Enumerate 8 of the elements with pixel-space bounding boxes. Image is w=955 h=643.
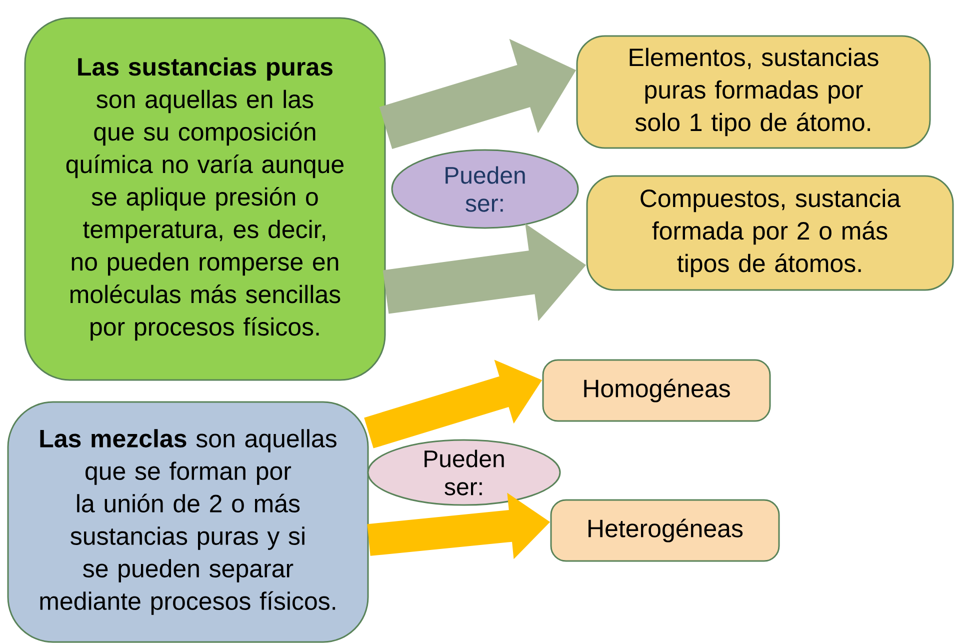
category-box: Heterogéneas xyxy=(550,499,780,562)
category-box: Homogéneas xyxy=(542,359,771,422)
category-box: Elementos, sustancias puras formadas por solo 1 tipo de átomo. xyxy=(576,35,931,149)
oval-label: Pueden ser: xyxy=(367,439,561,506)
oval-label: Pueden ser: xyxy=(391,149,579,229)
category-box: Compuestos, sustancia formada por 2 o más tipos de átomos. xyxy=(586,175,954,291)
info-box: Las mezclas son aquellas que se forman por la unión de 2 o más sustancias puras y si se pueden separar mediante procesos físicos. xyxy=(7,401,369,643)
info-box: Las sustancias puras son aquellas en las que su composición química no varía aunque se aplique presión o temperatura, es decir, no pueden romperse en moléculas más sencillas por procesos físicos. xyxy=(24,17,386,381)
